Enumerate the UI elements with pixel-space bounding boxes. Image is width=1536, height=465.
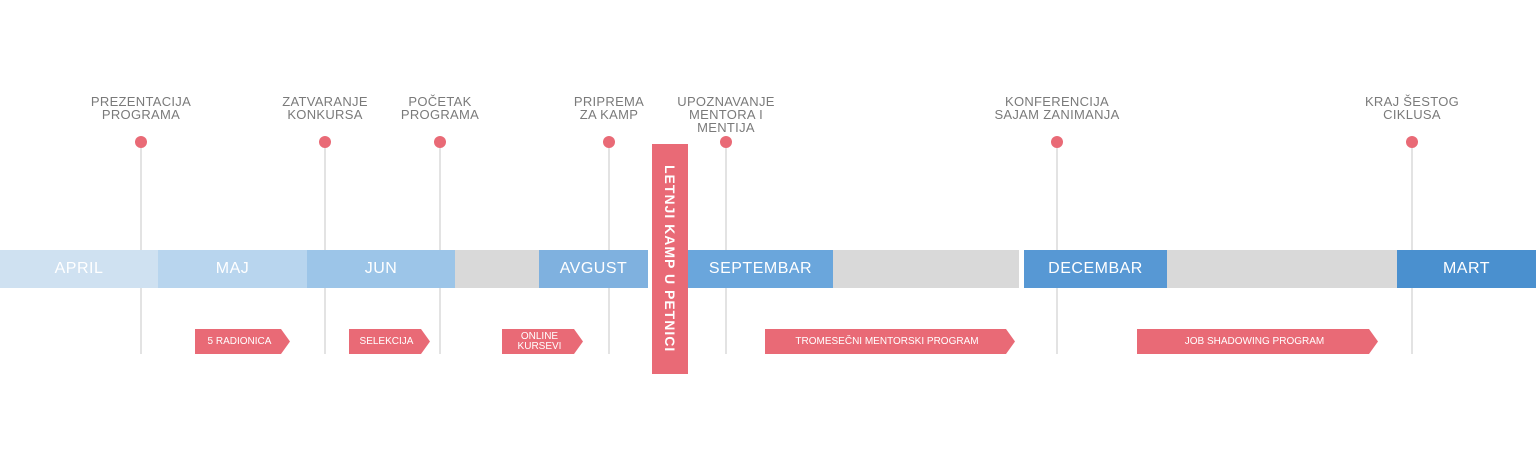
month-mart: MART: [1397, 250, 1536, 288]
milestone-label: POČETAK PROGRAMA: [400, 94, 480, 122]
milestone-line: [608, 142, 610, 354]
month-gap: [1167, 250, 1314, 288]
month-septembar: SEPTEMBAR: [688, 250, 833, 288]
milestone-label: KONFERENCIJA SAJAM ZANIMANJA: [994, 94, 1120, 122]
month-avgust: AVGUST: [539, 250, 648, 288]
milestone-dot: [434, 136, 446, 148]
milestone-label: UPOZNAVANJE MENTORA I MENTIJA: [677, 94, 775, 135]
milestone-label: PRIPREMA ZA KAMP: [573, 94, 645, 122]
program-arrow: TROMESEČNI MENTORSKI PROGRAM: [765, 329, 1015, 354]
milestone-label: PREZENTACIJA PROGRAMA: [90, 94, 192, 122]
milestone-dot: [1051, 136, 1063, 148]
milestone-dot: [720, 136, 732, 148]
program-arrow: ONLINE KURSEVI: [502, 329, 583, 354]
milestone-dot: [603, 136, 615, 148]
milestone-line: [1411, 142, 1413, 354]
milestone-line: [140, 142, 142, 354]
program-arrow: SELEKCIJA: [349, 329, 430, 354]
month-gap: [931, 250, 1019, 288]
summer-camp-bar: LETNJI KAMP U PETNICI: [652, 144, 688, 374]
milestone-line: [439, 142, 441, 354]
milestone-line: [1056, 142, 1058, 354]
milestone-dot: [319, 136, 331, 148]
milestone-line: [324, 142, 326, 354]
summer-camp-label: LETNJI KAMP U PETNICI: [662, 165, 678, 353]
milestone-dot: [135, 136, 147, 148]
milestone-label: ZATVARANJE KONKURSA: [282, 94, 368, 122]
milestone-dot: [1406, 136, 1418, 148]
month-april: APRIL: [0, 250, 158, 288]
month-jun: JUN: [307, 250, 455, 288]
program-arrow: JOB SHADOWING PROGRAM: [1137, 329, 1378, 354]
month-gap: [455, 250, 539, 288]
program-arrow: 5 RADIONICA: [195, 329, 290, 354]
month-gap: [833, 250, 931, 288]
month-gap: [1314, 250, 1397, 288]
milestone-line: [725, 142, 727, 354]
month-maj: MAJ: [158, 250, 307, 288]
month-decembar: DECEMBAR: [1024, 250, 1167, 288]
milestone-label: KRAJ ŠESTOG CIKLUSA: [1364, 94, 1460, 122]
